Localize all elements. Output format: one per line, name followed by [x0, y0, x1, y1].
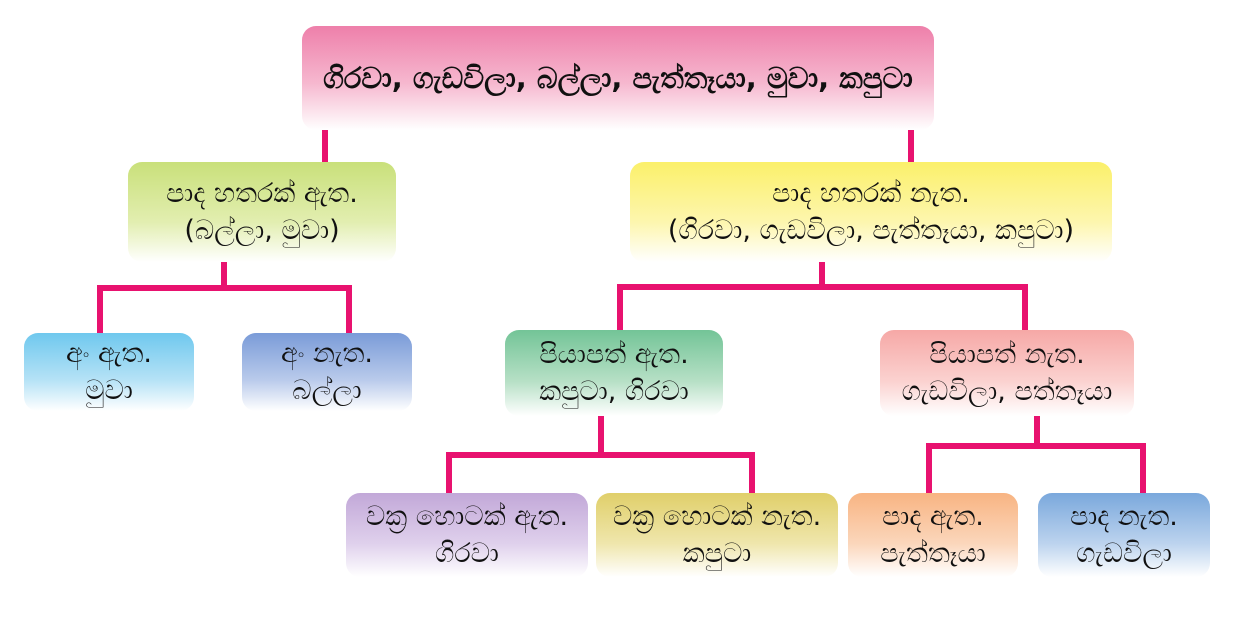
node-members: ගැඩවිලා, පත්තෑයා	[901, 376, 1113, 407]
node-wings-yes: පියාපත් ඇත. කපුටා, ගිරවා	[505, 330, 723, 416]
node-criterion: පාද හතරක් ඇත.	[166, 177, 358, 209]
node-criterion: අං නැත.	[280, 337, 374, 369]
node-members: මුවා	[85, 375, 133, 406]
node-all-animals: ගිරවා, ගැඩවිලා, බල්ලා, පැත්තෑයා, මුවා, ක…	[302, 26, 934, 130]
node-criterion: පාද නැත.	[1070, 500, 1178, 532]
node-members: කපුටා, ගිරවා	[539, 376, 689, 407]
node-curved-beak-yes: වක්‍ර හොටක් ඇත. ගිරවා	[346, 493, 588, 577]
node-members: (බල්ලා, මුවා)	[184, 215, 340, 246]
node-criterion: පියාපත් ඇත.	[539, 338, 689, 370]
connector-four-legs-no	[617, 259, 1028, 333]
node-criterion: පාද ඇත.	[882, 500, 984, 532]
node-criterion: වක්‍ර හොටක් ඇත.	[365, 500, 569, 532]
node-members: ගිරවා	[435, 538, 499, 569]
node-criterion: පාද හතරක් නැත.	[772, 177, 970, 209]
connector-wings-yes	[446, 413, 755, 496]
node-text: ගිරවා, ගැඩවිලා, බල්ලා, පැත්තෑයා, මුවා, ක…	[323, 60, 913, 95]
node-members: බල්ලා	[292, 375, 362, 406]
node-members: ගැඩවිලා	[1076, 538, 1172, 569]
node-horns-no: අං නැත. බල්ලා	[242, 333, 412, 411]
node-members: (ගිරවා, ගැඩවිලා, පැත්තෑයා, කපුටා)	[667, 215, 1075, 246]
node-criterion: පියාපත් නැත.	[929, 338, 1085, 370]
node-members: කපුටා	[682, 538, 752, 569]
node-wings-no: පියාපත් නැත. ගැඩවිලා, පත්තෑයා	[880, 330, 1134, 416]
node-four-legs-no: පාද හතරක් නැත. (ගිරවා, ගැඩවිලා, පැත්තෑයා…	[630, 162, 1112, 262]
node-legs-no: පාද නැත. ගැඩවිලා	[1038, 493, 1210, 577]
connector-wings-no	[926, 413, 1146, 496]
node-members: පැත්තෑයා	[880, 538, 986, 569]
node-four-legs-yes: පාද හතරක් ඇත. (බල්ලා, මුවා)	[128, 162, 396, 262]
node-curved-beak-no: වක්‍ර හොටක් නැත. කපුටා	[596, 493, 838, 577]
node-criterion: වක්‍ර හොටක් නැත.	[612, 500, 822, 532]
node-criterion: අං ඇත.	[65, 337, 152, 369]
node-legs-yes: පාද ඇත. පැත්තෑයා	[848, 493, 1018, 577]
connector-four-legs-yes	[97, 259, 352, 336]
node-horns-yes: අං ඇත. මුවා	[24, 333, 194, 411]
